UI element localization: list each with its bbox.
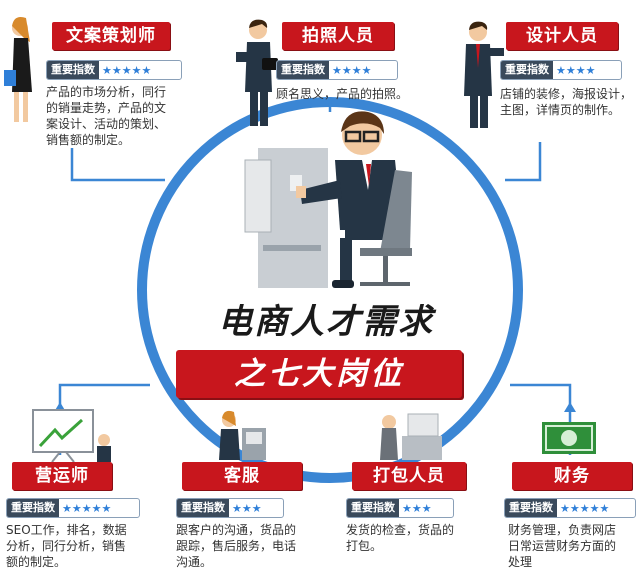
rating-designer: 重要指数 ★★★★ (500, 60, 622, 80)
role-title-operations: 营运师 (12, 462, 112, 490)
rating-label: 重要指数 (347, 499, 399, 517)
money-icon (542, 422, 596, 454)
role-title-copywriter: 文案策划师 (52, 22, 170, 50)
role-desc-copywriter: 产品的市场分析，同行 的销量走势，产品的文 案设计、活动的策划、 销售额的制定。 (46, 85, 167, 147)
central-illustration (244, 111, 412, 288)
role-desc-customer-service: 跟客户的沟通，货品的 跟踪，售后服务，电话 沟通。 (176, 523, 297, 569)
role-desc-packer: 发货的检查，货品的 打包。 (346, 523, 455, 553)
role-title-designer: 设计人员 (506, 22, 618, 50)
rating-label: 重要指数 (501, 61, 553, 79)
rating-label: 重要指数 (505, 499, 557, 517)
role-desc-finance: 财务管理，负责网店 日常运营财务方面的 处理 (508, 523, 617, 569)
role-title-finance: 财务 (512, 462, 632, 490)
role-desc-designer: 店铺的装修，海报设计， 主图，详情页的制作。 (500, 87, 633, 117)
operations-figure (32, 409, 111, 463)
rating-stars: ★★★★ (556, 63, 596, 77)
role-desc-operations: SEO工作，排名，数据 分析，同行分析，销售 额的制定。 (6, 523, 127, 569)
rating-label: 重要指数 (177, 499, 229, 517)
designer-figure (464, 21, 504, 128)
role-desc-photographer: 顾名思义，产品的拍照。 (276, 87, 409, 101)
main-subheadline: 之七大岗位 (176, 350, 462, 398)
copywriter-figure (4, 17, 32, 122)
rating-customer-service: 重要指数 ★★★ (176, 498, 284, 518)
rating-stars: ★★★★ (332, 63, 372, 77)
main-headline: 电商人才需求 (218, 302, 434, 342)
customer-service-figure (219, 410, 266, 460)
rating-finance: 重要指数 ★★★★★ (504, 498, 636, 518)
rating-operations: 重要指数 ★★★★★ (6, 498, 140, 518)
rating-label: 重要指数 (47, 61, 99, 79)
rating-stars: ★★★★★ (102, 63, 152, 77)
role-title-photographer: 拍照人员 (282, 22, 394, 50)
rating-stars: ★★★ (402, 501, 432, 515)
packer-figure (380, 413, 442, 460)
central-ring (137, 97, 523, 483)
rating-stars: ★★★★★ (560, 501, 610, 515)
rating-photographer: 重要指数 ★★★★ (276, 60, 398, 80)
role-title-customer-service: 客服 (182, 462, 302, 490)
rating-stars: ★★★★★ (62, 501, 112, 515)
rating-packer: 重要指数 ★★★ (346, 498, 454, 518)
rating-copywriter: 重要指数 ★★★★★ (46, 60, 182, 80)
photographer-figure (236, 19, 278, 126)
rating-label: 重要指数 (277, 61, 329, 79)
role-title-packer: 打包人员 (352, 462, 466, 490)
rating-stars: ★★★ (232, 501, 262, 515)
rating-label: 重要指数 (7, 499, 59, 517)
